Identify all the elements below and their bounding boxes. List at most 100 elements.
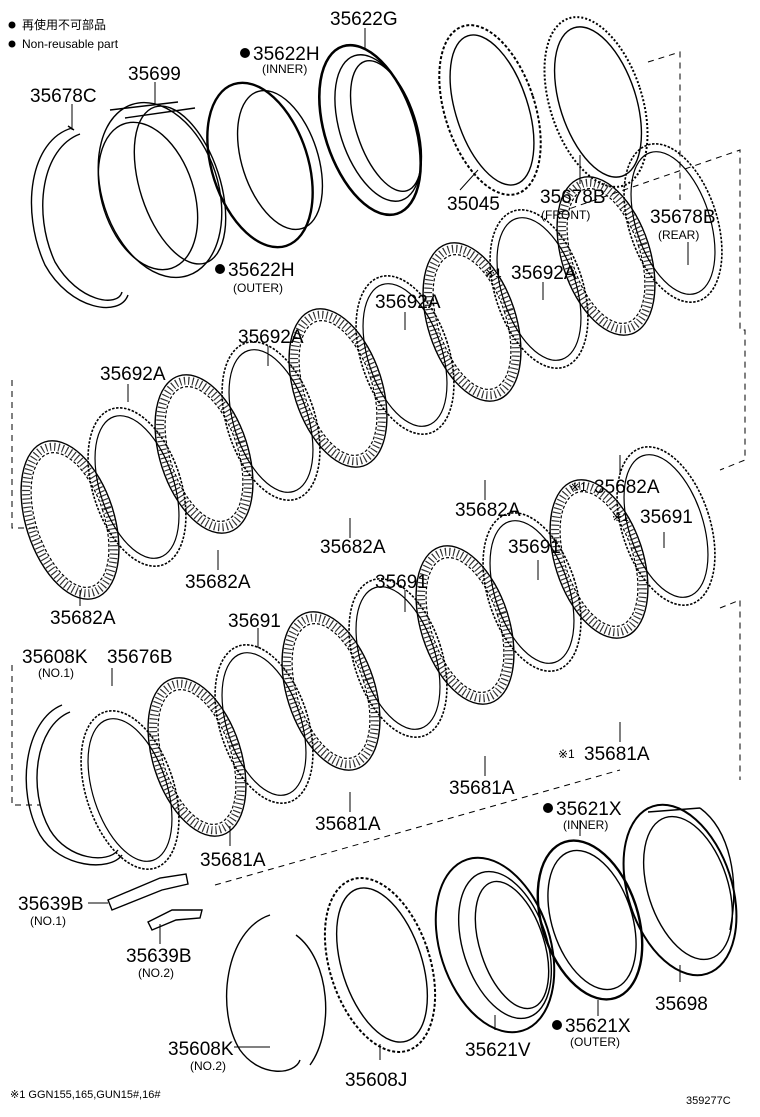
plate-35678b-front bbox=[543, 16, 649, 188]
label-35682a: 35682A bbox=[50, 608, 116, 629]
label-35681a-right: 35681A bbox=[584, 744, 650, 765]
label-35622h-outer-sub: (OUTER) bbox=[233, 281, 283, 295]
friction-disc bbox=[281, 611, 381, 771]
label-35639b-no1-sub: (NO.1) bbox=[30, 914, 66, 928]
label-35682a: 35682A bbox=[185, 572, 251, 593]
friction-disc bbox=[556, 176, 656, 336]
label-35691-top: 35691 bbox=[640, 507, 693, 528]
steel-plate bbox=[87, 407, 187, 567]
legend: 再使用不可部品 Non-reusable part bbox=[8, 17, 119, 51]
friction-disc bbox=[549, 479, 649, 639]
drum-35698 bbox=[622, 803, 738, 977]
label-35698: 35698 bbox=[655, 994, 708, 1015]
note-mark: ※1 bbox=[558, 747, 575, 761]
label-35622h-inner: 35622H bbox=[253, 44, 320, 65]
friction-disc bbox=[422, 242, 522, 402]
label-35682a: 35682A bbox=[320, 537, 386, 558]
label-35681a: 35681A bbox=[315, 814, 381, 835]
steel-plate bbox=[623, 143, 723, 303]
group-outline-top bbox=[647, 51, 681, 200]
steel-plate bbox=[214, 644, 314, 804]
bottom-row-parts bbox=[25, 704, 738, 1072]
top-row-parts bbox=[30, 16, 649, 309]
label-35692a-top: 35692A bbox=[511, 263, 577, 284]
friction-disc bbox=[415, 545, 515, 705]
spring-retainer-35045 bbox=[438, 24, 542, 196]
snap-ring-35608k-no2 bbox=[225, 914, 327, 1072]
label-35045: 35045 bbox=[447, 194, 500, 215]
label-35692a: 35692A bbox=[100, 364, 166, 385]
label-35692a: 35692A bbox=[375, 292, 441, 313]
label-35678c: 35678C bbox=[30, 86, 97, 107]
note-mark: ※1 bbox=[485, 266, 502, 280]
label-35621x-outer: 35621X bbox=[565, 1016, 631, 1037]
friction-disc bbox=[154, 374, 254, 534]
spring-35639b-no1 bbox=[107, 873, 189, 911]
label-35639b-no2-sub: (NO.2) bbox=[138, 966, 174, 980]
label-35691: 35691 bbox=[228, 611, 281, 632]
o-ring-35621x bbox=[536, 839, 644, 1001]
steel-plate bbox=[348, 578, 448, 738]
legend-line-jp: 再使用不可部品 bbox=[22, 17, 106, 32]
piston-35622g bbox=[317, 43, 423, 217]
label-35639b-no1: 35639B bbox=[18, 894, 84, 915]
label-35621x-inner-sub: (INNER) bbox=[563, 818, 608, 832]
label-35699: 35699 bbox=[128, 64, 181, 85]
label-35681a: 35681A bbox=[449, 778, 515, 799]
label-35621x-outer-sub: (OUTER) bbox=[570, 1035, 620, 1049]
legend-line-en: Non-reusable part bbox=[22, 37, 119, 51]
snap-ring-35678c bbox=[30, 125, 129, 309]
disc-stack-middle bbox=[20, 143, 723, 600]
steel-plate bbox=[482, 512, 582, 672]
non-reusable-dot-icon bbox=[552, 1020, 562, 1030]
note-mark: ※1 bbox=[612, 510, 629, 524]
label-35608k-no2: 35608K bbox=[168, 1039, 234, 1060]
spring-plate-35608j bbox=[323, 877, 437, 1053]
note-mark: ※1 bbox=[570, 480, 587, 494]
label-35692a: 35692A bbox=[238, 327, 304, 348]
friction-disc bbox=[147, 677, 247, 837]
label-35678b-front: 35678B bbox=[540, 187, 606, 208]
label-35682a-right: 35682A bbox=[594, 477, 660, 498]
footnote: ※1 GGN155,165,GUN15#,16# bbox=[10, 1089, 161, 1101]
label-35691: 35691 bbox=[508, 537, 561, 558]
group-outline-lower bbox=[11, 665, 40, 806]
piston-35621v bbox=[434, 856, 556, 1034]
group-outline-lower-right bbox=[719, 599, 741, 780]
legend-dot-icon bbox=[8, 21, 16, 29]
steel-plate bbox=[80, 710, 180, 870]
label-35678b-rear: 35678B bbox=[650, 207, 716, 228]
clutch-drum-35699 bbox=[97, 101, 227, 279]
label-35639b-no2: 35639B bbox=[126, 946, 192, 967]
label-35621x-inner: 35621X bbox=[556, 799, 622, 820]
label-35622h-outer: 35622H bbox=[228, 260, 295, 281]
steel-plate bbox=[616, 446, 716, 606]
legend-dot-icon bbox=[8, 40, 16, 48]
leader-lines bbox=[71, 28, 689, 1060]
steel-plate bbox=[355, 275, 455, 435]
spring-35639b-no2 bbox=[147, 909, 203, 931]
non-reusable-dot-icon bbox=[543, 803, 553, 813]
o-ring-35622h bbox=[206, 81, 324, 249]
label-35682a: 35682A bbox=[455, 500, 521, 521]
non-reusable-dot-icon bbox=[215, 264, 225, 274]
label-35622g: 35622G bbox=[330, 9, 398, 30]
label-35608k-no1-sub: (NO.1) bbox=[38, 666, 74, 680]
group-outline-bottom bbox=[214, 769, 621, 886]
label-35691: 35691 bbox=[375, 572, 428, 593]
steel-plate bbox=[489, 209, 589, 369]
label-35608k-no1: 35608K bbox=[22, 647, 88, 668]
label-35622h-inner-sub: (INNER) bbox=[262, 62, 307, 76]
part-labels: 35678C 35699 35622H (INNER) 35622G 35622… bbox=[18, 9, 716, 1091]
label-35678b-rear-sub: (REAR) bbox=[658, 228, 699, 242]
label-35678b-front-sub: (FRONT) bbox=[541, 208, 590, 222]
snap-ring-35608k-no1 bbox=[25, 704, 123, 866]
drawing-id: 359277C bbox=[686, 1095, 731, 1107]
label-35681a: 35681A bbox=[200, 850, 266, 871]
label-35608k-no2-sub: (NO.2) bbox=[190, 1059, 226, 1073]
label-35676b: 35676B bbox=[107, 647, 173, 668]
friction-disc bbox=[20, 440, 120, 600]
disc-stack-lower bbox=[80, 446, 716, 870]
